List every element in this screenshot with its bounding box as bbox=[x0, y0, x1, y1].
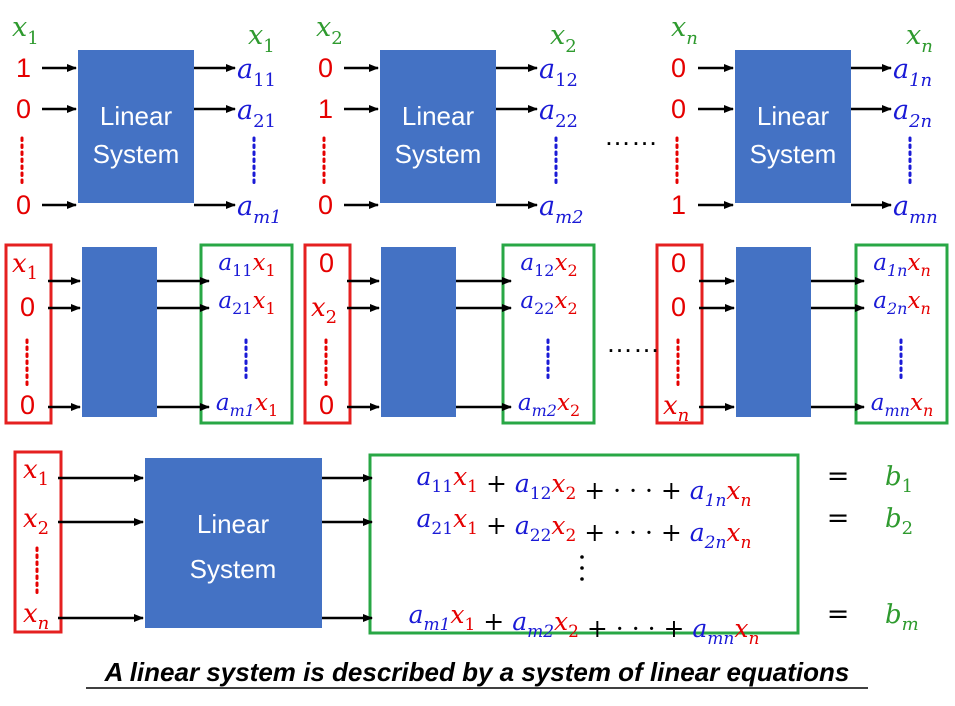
output-header-row1-1: x1 bbox=[248, 20, 275, 57]
output-product-row2-3-3: amnxn bbox=[871, 390, 934, 420]
rhs-2: b2 bbox=[885, 504, 913, 539]
vdots-row3-2 bbox=[580, 566, 584, 570]
output-product-row2-2-1: a12x2 bbox=[520, 250, 577, 280]
input-value-row1-2-1: 0 bbox=[318, 53, 333, 83]
input-value-row2-3-3: xn bbox=[663, 391, 689, 426]
input-frame-row2-2 bbox=[303, 243, 352, 425]
equals-sign-2: = bbox=[827, 503, 850, 534]
output-frame-row2-3 bbox=[854, 243, 949, 425]
output-value-row1-1-3: am1 bbox=[237, 191, 282, 228]
output-value-row1-2-3: am2 bbox=[539, 191, 584, 228]
output-frame-row2-1 bbox=[199, 243, 294, 425]
input-value-row2-2-1: 0 bbox=[319, 248, 334, 278]
system-label2-row3: System bbox=[190, 554, 277, 584]
ellipsis-row1: …… bbox=[604, 121, 658, 151]
system-box-row3 bbox=[145, 458, 322, 628]
input-value-row1-1-1: 1 bbox=[16, 53, 31, 83]
input-frame-row3 bbox=[13, 450, 63, 634]
input-header-row1-2: x2 bbox=[316, 12, 343, 49]
output-value-row1-1-2: a21 bbox=[237, 95, 276, 132]
system-label2-row1-3: System bbox=[750, 139, 837, 169]
output-header-row1-2: x2 bbox=[550, 20, 577, 57]
input-value-row1-3-1: 0 bbox=[671, 53, 686, 83]
input-value-row1-3-2: 0 bbox=[671, 94, 686, 124]
output-product-row2-3-1: a1nxn bbox=[873, 250, 931, 280]
input-value-row1-2-2: 1 bbox=[318, 94, 333, 124]
input-value-row1-1-3: 0 bbox=[16, 190, 31, 220]
output-product-row2-2-2: a22x2 bbox=[520, 288, 577, 318]
output-product-row2-1-1: a11x1 bbox=[218, 250, 275, 280]
vdots-row3-1 bbox=[580, 555, 584, 559]
output-value-row1-2-2: a22 bbox=[539, 95, 578, 132]
system-label-row1-1: Linear bbox=[100, 101, 173, 131]
system-label-row1-3: Linear bbox=[757, 101, 830, 131]
output-product-row2-1-2: a21x1 bbox=[218, 288, 275, 318]
output-header-row1-3: xn bbox=[906, 20, 933, 57]
input-header-row1-3: xn bbox=[671, 12, 698, 49]
input-value-row3-1: x1 bbox=[23, 455, 49, 490]
input-value-row2-2-2: x2 bbox=[311, 293, 337, 328]
caption: A linear system is described by a system… bbox=[104, 657, 850, 687]
output-frame-row2-2 bbox=[501, 243, 596, 425]
system-label-row1-2: Linear bbox=[402, 101, 475, 131]
output-product-row2-1-3: am1x1 bbox=[216, 390, 278, 420]
system-box-row2-3 bbox=[736, 247, 811, 417]
system-label2-row1-2: System bbox=[395, 139, 482, 169]
equals-sign-3: = bbox=[827, 599, 850, 630]
input-value-row3-2: x2 bbox=[23, 504, 49, 539]
equation-1: a11x1 + a12x2 + · · · + a1nxn bbox=[417, 462, 752, 511]
output-value-row1-3-3: amn bbox=[893, 191, 938, 228]
equals-sign-1: = bbox=[827, 461, 850, 492]
output-product-row2-2-3: am2x2 bbox=[518, 390, 580, 420]
input-value-row2-3-1: 0 bbox=[671, 248, 686, 278]
output-product-row2-3-2: a2nxn bbox=[873, 288, 931, 318]
rhs-1: b1 bbox=[885, 462, 913, 497]
system-box-row2-1 bbox=[82, 247, 157, 417]
input-value-row2-1-3: 0 bbox=[20, 390, 35, 420]
system-box-row2-2 bbox=[381, 247, 456, 417]
input-value-row1-3-3: 1 bbox=[671, 190, 686, 220]
system-box-row1-3 bbox=[735, 50, 851, 203]
input-value-row2-2-3: 0 bbox=[319, 390, 334, 420]
input-frame-row2-1 bbox=[4, 243, 53, 425]
system-label-row3: Linear bbox=[197, 509, 270, 539]
system-label2-row1-1: System bbox=[93, 139, 180, 169]
input-value-row2-3-2: 0 bbox=[671, 292, 686, 322]
input-value-row1-2-3: 0 bbox=[318, 190, 333, 220]
system-box-row1-1 bbox=[78, 50, 194, 203]
input-value-row2-1-1: x1 bbox=[12, 249, 38, 284]
ellipsis-row2: …… bbox=[606, 328, 660, 358]
output-value-row1-2-1: a12 bbox=[539, 54, 578, 91]
equation-3: am1x1 + am2x2 + · · · + amnxn bbox=[409, 600, 760, 649]
rhs-3: bm bbox=[885, 600, 919, 635]
input-header-row1-1: x1 bbox=[12, 12, 39, 49]
output-value-row1-3-2: a2n bbox=[893, 95, 932, 132]
equation-frame-row3 bbox=[368, 453, 800, 635]
input-value-row1-1-2: 0 bbox=[16, 94, 31, 124]
output-value-row1-3-1: a1n bbox=[893, 54, 932, 91]
input-value-row2-1-2: 0 bbox=[20, 292, 35, 322]
equation-2: a21x1 + a22x2 + · · · + a2nxn bbox=[417, 504, 752, 553]
input-frame-row2-3 bbox=[655, 243, 704, 425]
vdots-row3-3 bbox=[580, 577, 584, 581]
input-value-row3-3: xn bbox=[23, 599, 49, 634]
system-box-row1-2 bbox=[380, 50, 496, 203]
output-value-row1-1-1: a11 bbox=[237, 54, 276, 91]
